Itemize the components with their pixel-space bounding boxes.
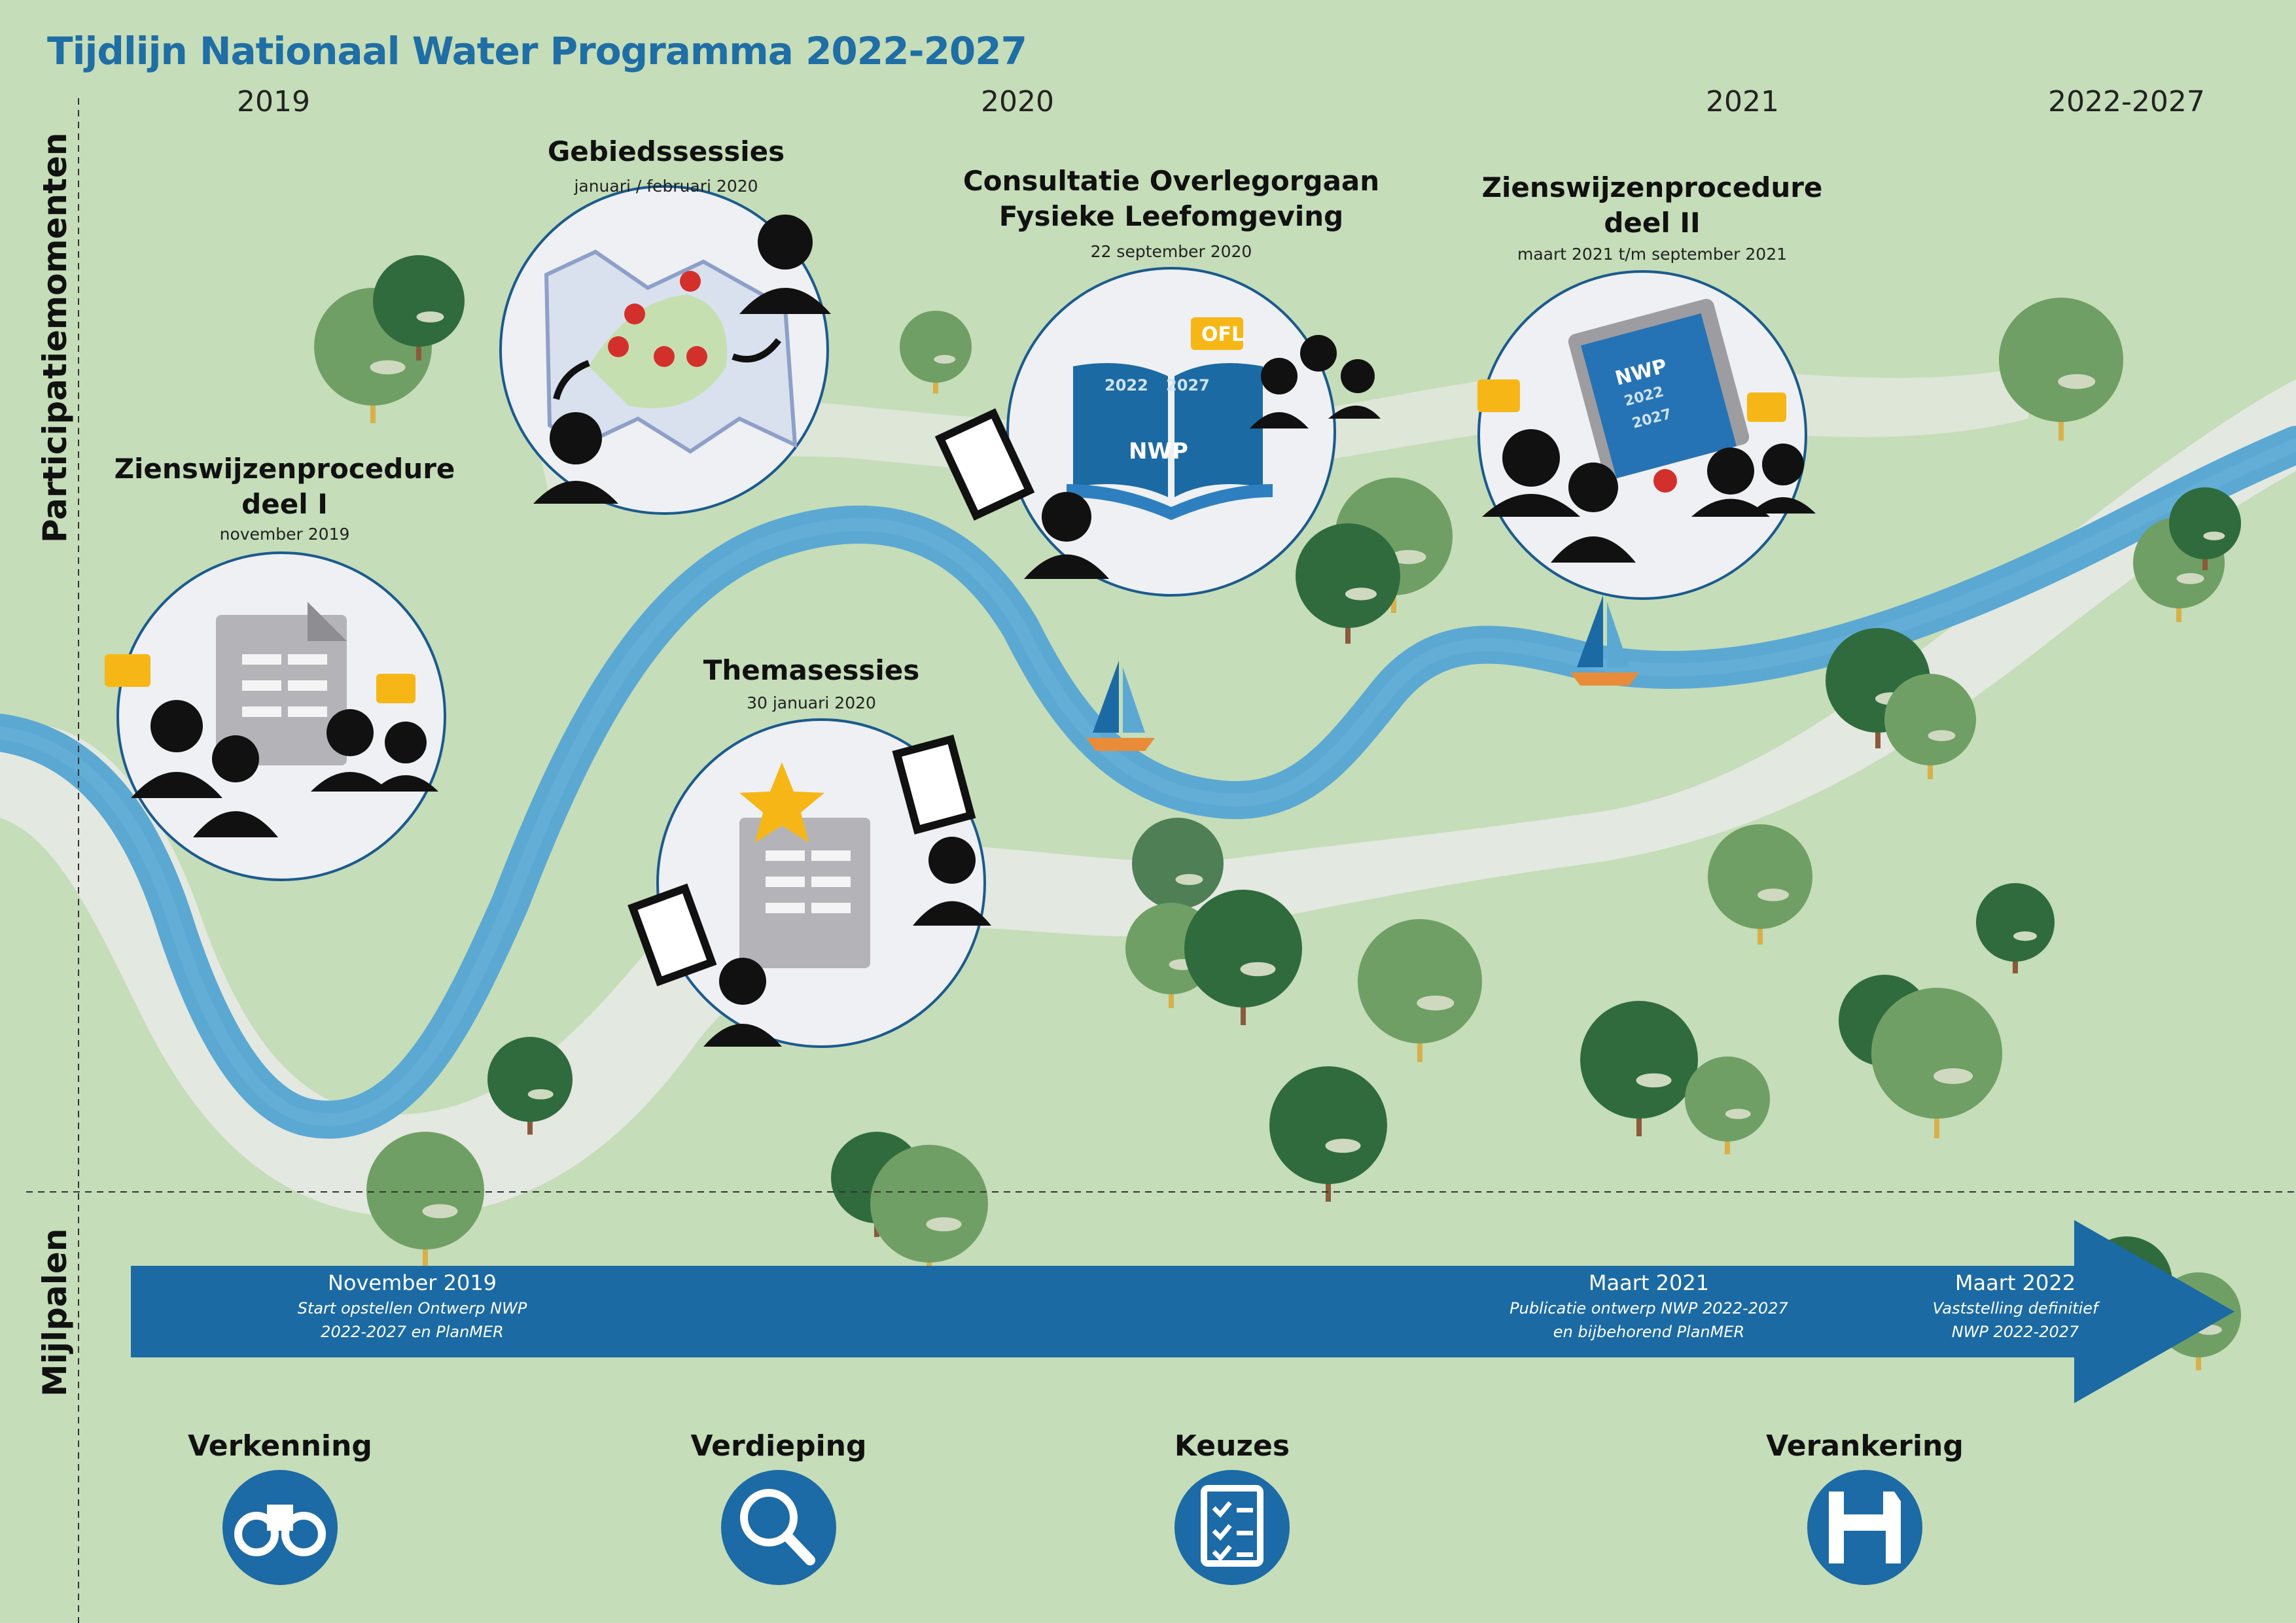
tree-icon bbox=[1358, 919, 1482, 1062]
moment-date: januari / februari 2020 bbox=[574, 177, 758, 196]
nwp-year-label: 2027 bbox=[1166, 376, 1210, 394]
phase-label: Keuzes bbox=[1174, 1429, 1290, 1463]
ofl-badge: OFL bbox=[1201, 323, 1245, 346]
save-icon bbox=[1829, 1492, 1901, 1563]
moment-circle-gebiedssessies bbox=[499, 185, 831, 515]
tree-icon bbox=[1685, 1056, 1770, 1155]
milestone-arrow bbox=[131, 1220, 2234, 1403]
section-label-milestones: Mijlpalen bbox=[36, 1228, 74, 1397]
tree-icon bbox=[1999, 298, 2123, 441]
year-label: 2021 bbox=[1706, 85, 1779, 118]
tree-icon bbox=[1708, 824, 1812, 945]
moment-date: 22 september 2020 bbox=[1090, 242, 1252, 261]
moment-date: maart 2021 t/m september 2021 bbox=[1517, 245, 1788, 264]
tree-icon bbox=[900, 311, 972, 394]
tree-icon bbox=[1871, 988, 2002, 1138]
phase-label: Verdieping bbox=[690, 1429, 867, 1463]
moment-title: Gebiedssessies bbox=[547, 135, 785, 167]
tree-icon bbox=[870, 1145, 988, 1280]
binoculars-icon bbox=[234, 1505, 326, 1556]
section-label-participation: Participatiemomenten bbox=[36, 132, 74, 543]
magnifier-icon bbox=[740, 1489, 815, 1565]
moment-date: 30 januari 2020 bbox=[747, 693, 876, 712]
tree-icon bbox=[1976, 883, 2055, 973]
moment-title: Themasessies bbox=[703, 654, 920, 686]
tree-icon bbox=[1132, 818, 1224, 923]
moment-circle-zienswijzen-1 bbox=[105, 551, 446, 881]
tree-icon bbox=[2169, 487, 2241, 570]
tree-icon bbox=[487, 1037, 573, 1135]
tree-icon bbox=[1184, 890, 1302, 1025]
star-icon bbox=[739, 762, 824, 843]
phase-label: Verankering bbox=[1766, 1429, 1964, 1463]
tree-icon bbox=[1580, 1001, 1698, 1136]
moment-circle-zienswijzen-2 bbox=[1477, 270, 1816, 600]
moment-date: november 2019 bbox=[219, 525, 350, 544]
moment-circle-consultatie bbox=[934, 267, 1381, 597]
year-label: 2022-2027 bbox=[2048, 85, 2205, 118]
tree-icon bbox=[1296, 523, 1400, 644]
tree-icon bbox=[1269, 1066, 1387, 1202]
milestone-date: Maart 2022 bbox=[1954, 1270, 2076, 1295]
phase-icon-circle bbox=[222, 1470, 1922, 1585]
nwp-year-label: 2022 bbox=[1104, 376, 1148, 394]
phase-label: Verkenning bbox=[188, 1429, 372, 1463]
milestone-date: November 2019 bbox=[327, 1270, 497, 1295]
sailboat-icon bbox=[1570, 595, 1639, 686]
year-label: 2020 bbox=[981, 85, 1054, 118]
page-title: Tijdlijn Nationaal Water Programma 2022-… bbox=[47, 29, 1027, 73]
tree-icon bbox=[366, 1132, 484, 1267]
year-label: 2019 bbox=[237, 85, 310, 118]
nwp-book-label: NWP bbox=[1129, 438, 1188, 464]
light-path bbox=[0, 379, 2296, 1217]
tree-icon bbox=[373, 255, 465, 360]
tree-icon bbox=[1884, 674, 1976, 779]
sailboat-icon bbox=[1086, 661, 1155, 751]
milestone-date: Maart 2021 bbox=[1588, 1270, 1710, 1295]
moment-circle-themasessies bbox=[627, 718, 991, 1048]
checklist-icon bbox=[1201, 1485, 1263, 1567]
